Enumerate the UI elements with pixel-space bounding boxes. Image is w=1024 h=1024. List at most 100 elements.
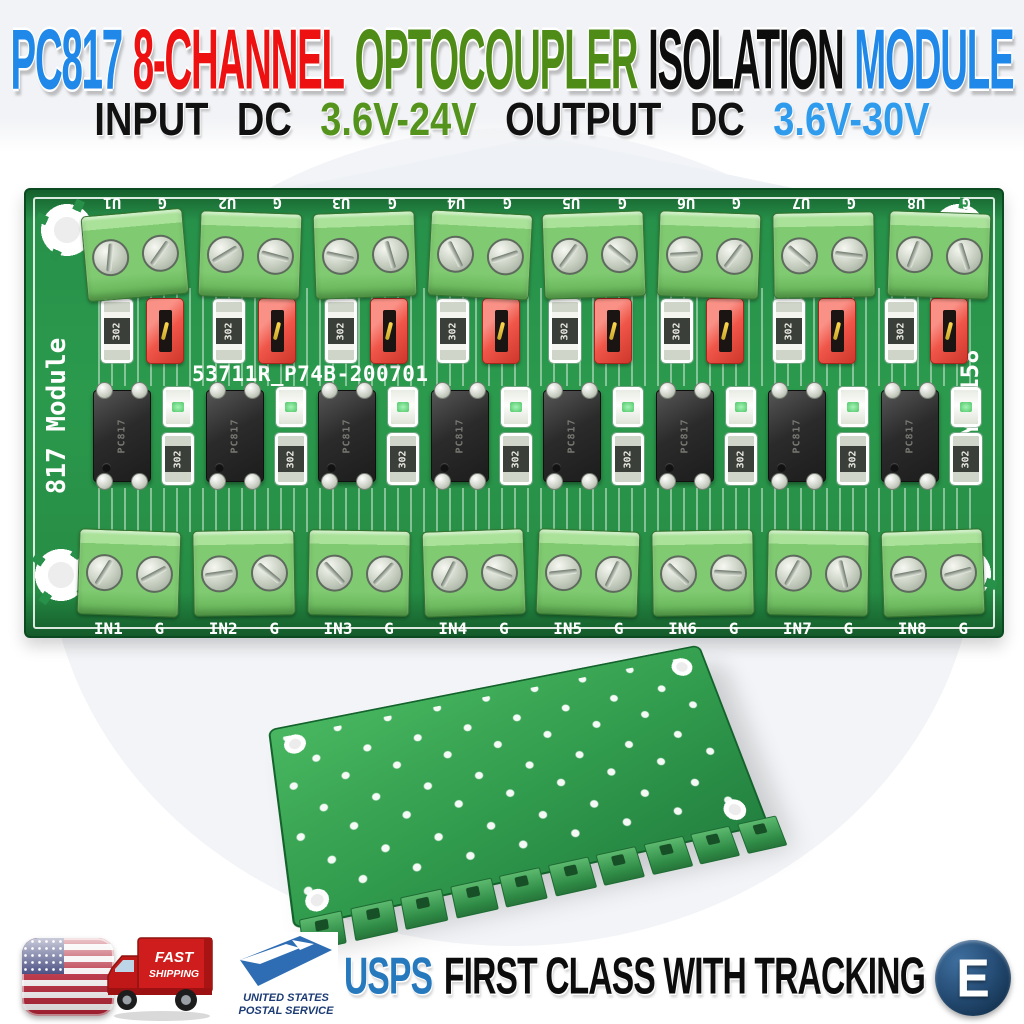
terminal-label: U6 [676, 194, 695, 212]
terminal-screw [830, 235, 868, 274]
terminal-edge-tooth [595, 846, 646, 886]
smd-resistor: 302 [165, 436, 191, 482]
pc817-ic: PC817 [318, 382, 377, 490]
jumper-cap [930, 298, 968, 364]
terminal-edge-tooth [643, 835, 694, 876]
terminal-label: IN3 [323, 619, 353, 638]
terminal-labels: U5 G [543, 194, 645, 212]
smd-stack: 302 [502, 390, 529, 482]
screw-terminal-block [421, 528, 527, 618]
smd-resistor: 302 [888, 302, 914, 360]
terminal-screw [938, 552, 978, 592]
jumper-cap [482, 298, 520, 364]
terminal-screw [84, 552, 124, 592]
ic-pin [243, 473, 261, 490]
terminal-label: IN6 [668, 619, 697, 638]
smd-led [616, 390, 641, 424]
smd-resistor: 302 [390, 436, 417, 482]
terminal-labels: IN7 G [767, 616, 869, 638]
smd-resistor: 302 [727, 436, 754, 482]
ic-marking: PC817 [679, 418, 691, 454]
ic-marking: PC817 [229, 418, 241, 454]
terminal-screw [134, 554, 174, 594]
resistor-marking: 302 [223, 321, 235, 341]
terminal-labels: IN6 G [652, 616, 754, 638]
ground-label: G [154, 619, 165, 638]
ic-pin [771, 382, 789, 399]
store-logo-e: E [935, 940, 1011, 1016]
jumper-cell: 302 [316, 298, 420, 364]
ground-label: G [499, 619, 509, 638]
jumper-cap [258, 298, 296, 364]
ground-label: G [269, 619, 279, 638]
jumper-cell: 302 [540, 298, 644, 364]
smd-resistor: 302 [776, 302, 802, 360]
input-channel-IN7: IN7 G [766, 529, 870, 638]
smd-resistor: 302 [104, 302, 130, 360]
terminal-label: U7 [791, 194, 810, 212]
terminal-label: U5 [562, 194, 581, 212]
terminal-screw [429, 554, 468, 594]
output-channel-U2: U2 G [197, 194, 303, 300]
terminal-screw [944, 236, 984, 276]
terminal-label: IN5 [553, 619, 583, 638]
ic-marking: PC817 [341, 418, 353, 454]
ground-label: G [273, 194, 283, 212]
smd-resistor: 302 [664, 302, 690, 360]
usps-logo-line2: POSTAL SERVICE [238, 1005, 334, 1017]
input-channel-IN3: IN3 G [306, 529, 411, 638]
output-channel-U1: U1 G [80, 194, 190, 303]
screw-terminal-block [312, 210, 418, 300]
input-channel-IN2: IN2 G [192, 529, 296, 638]
ic-pin [131, 382, 148, 399]
pc817-ic: PC817 [655, 382, 714, 490]
pc817-ic: PC817 [768, 382, 827, 490]
screw-terminal-block [766, 529, 870, 617]
terminal-screw [665, 234, 704, 274]
terminal-label: U3 [332, 194, 351, 212]
ic-pin [658, 382, 676, 399]
resistor-marking: 302 [735, 449, 747, 469]
ground-label: G [502, 194, 512, 212]
terminal-label: IN7 [782, 619, 812, 638]
terminal-labels: IN2 G [193, 616, 295, 638]
ic-pin [433, 473, 451, 490]
output-channel-U7: U7 G [772, 194, 876, 299]
ground-label: G [962, 194, 972, 212]
screw-terminal-block [541, 210, 647, 300]
pcb-back-photo [258, 644, 788, 953]
terminal-label: U8 [906, 194, 925, 212]
terminal-labels: IN1 G [78, 616, 180, 638]
ground-label: G [958, 619, 969, 638]
terminal-edge-tooth [400, 888, 449, 930]
jumper-row: 302 302 302 302 302 302 302 302 [92, 298, 980, 364]
terminal-screw [888, 554, 928, 594]
terminal-screw [370, 234, 409, 274]
terminal-edge-tooth [449, 877, 499, 919]
screw-terminal-block [426, 209, 533, 301]
input-channel-IN5: IN5 G [535, 528, 641, 638]
terminal-screw [600, 234, 639, 274]
store-logo-letter: E [956, 947, 990, 1009]
optocoupler-ic-row: PC817 302 PC817 302 [88, 382, 984, 490]
usps-logo-line1: UNITED STATES [243, 992, 329, 1004]
resistor-marking: 302 [622, 449, 634, 469]
screw-terminal-block [80, 207, 190, 303]
optocoupler-cell: PC817 302 [313, 382, 421, 490]
smd-stack: 302 [277, 390, 304, 482]
resistor-marking: 302 [397, 449, 409, 469]
input-channel-IN8: IN8 G [880, 528, 986, 638]
terminal-screw [250, 553, 288, 592]
ground-label: G [847, 194, 857, 212]
flag-gloss [22, 938, 114, 1016]
subtitle-word: 3.6V-24V [320, 94, 477, 146]
pcb-traces [98, 488, 976, 532]
terminal-screw [659, 554, 698, 593]
resistor-marking: 302 [447, 321, 459, 341]
jumper-cell: 302 [92, 298, 196, 364]
pc817-ic: PC817 [205, 382, 264, 490]
input-channel-IN1: IN1 G [76, 528, 182, 638]
